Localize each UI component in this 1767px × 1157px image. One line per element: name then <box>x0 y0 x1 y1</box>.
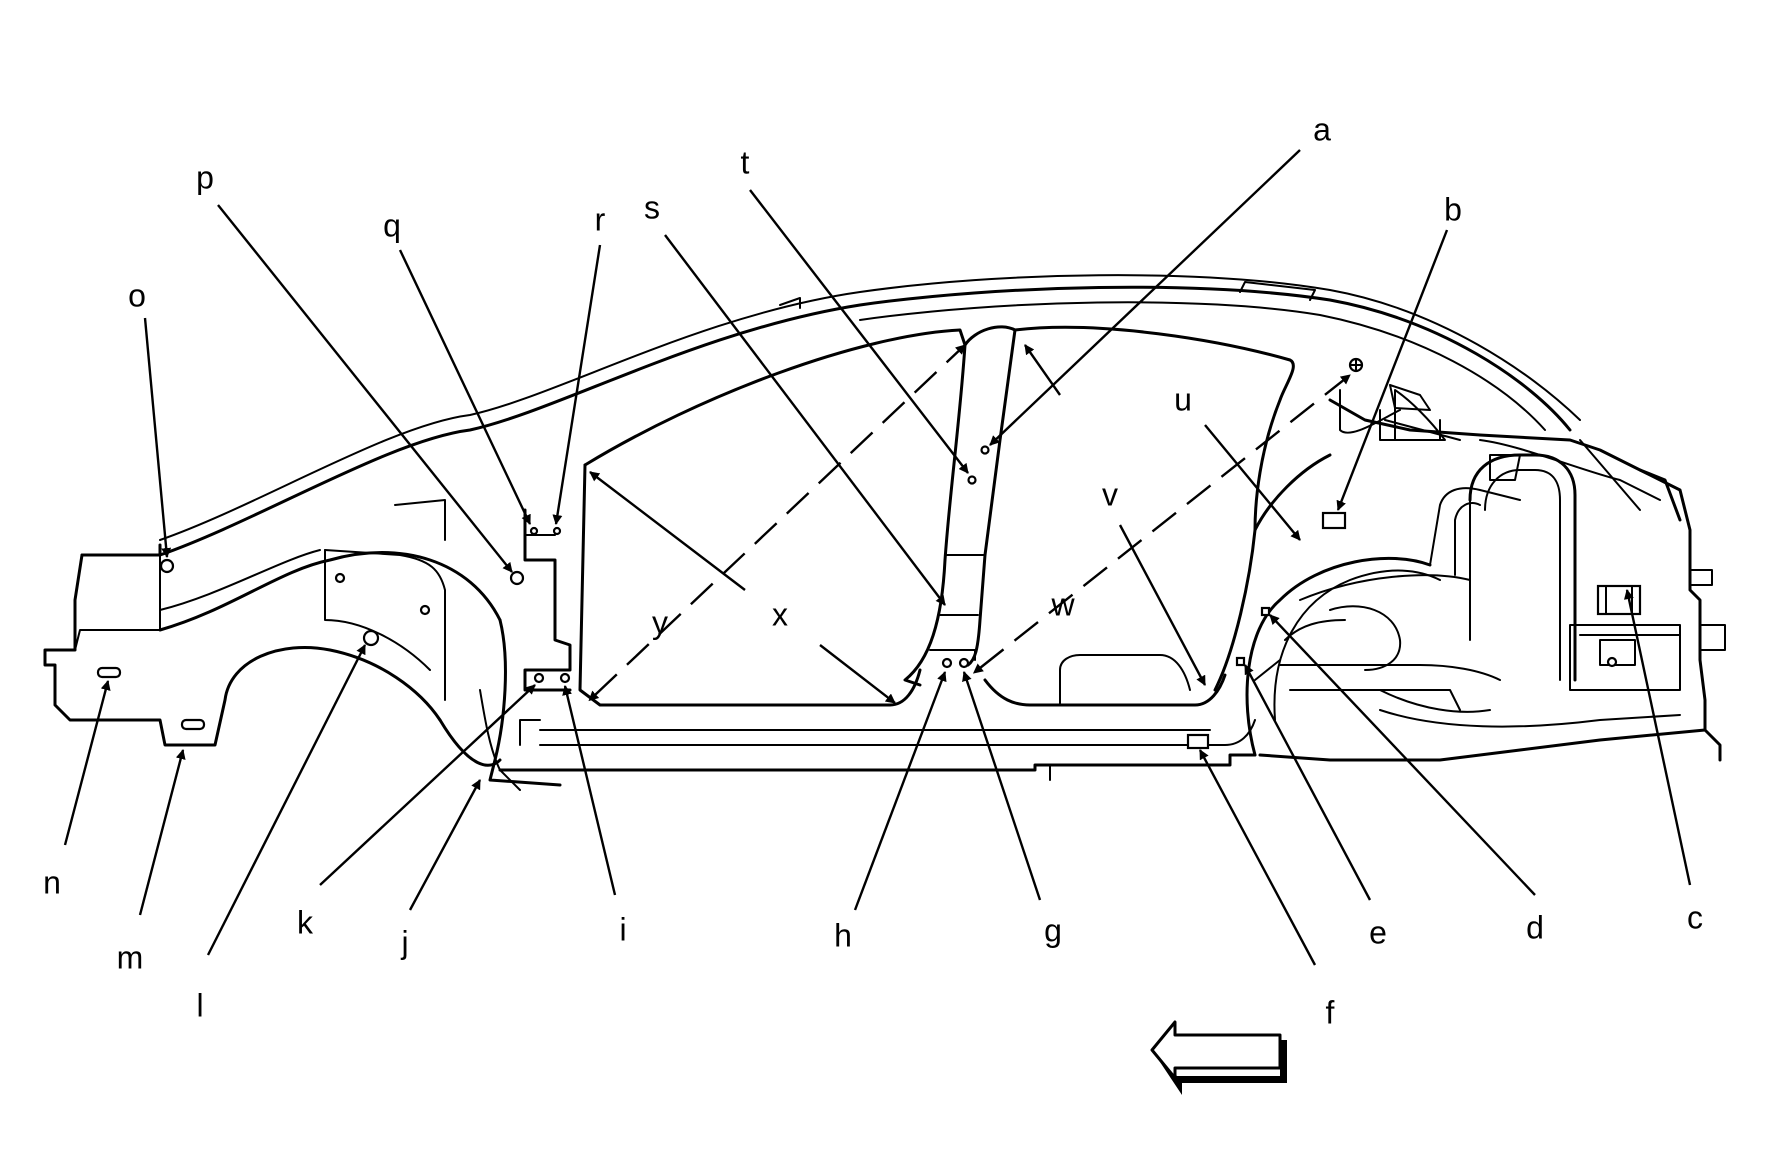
callout-r: r <box>595 201 606 237</box>
leader-f <box>1198 749 1317 966</box>
leader-p <box>217 204 513 573</box>
bracket-c <box>1596 584 1642 616</box>
callout-x: x <box>772 596 788 632</box>
slot-f <box>1186 733 1210 750</box>
hole-a <box>980 445 990 455</box>
leader-v-upper <box>1024 344 1061 396</box>
callout-k: k <box>297 904 314 940</box>
hole-g <box>958 657 970 669</box>
hole-t <box>967 475 977 485</box>
slot-b <box>1321 511 1347 530</box>
callout-g: g <box>1044 912 1062 948</box>
callout-s: s <box>644 189 660 225</box>
leader-i <box>562 685 617 896</box>
hole-i <box>559 672 571 684</box>
hole-e <box>1235 656 1246 667</box>
callout-h: h <box>834 917 852 953</box>
leader-h <box>853 671 947 911</box>
slot-n <box>96 666 122 679</box>
leader-b <box>1336 229 1449 511</box>
leader-d <box>1269 614 1536 896</box>
callout-d: d <box>1526 909 1544 945</box>
callout-leaders <box>63 149 1692 966</box>
hole-k <box>533 672 545 684</box>
leader-l <box>206 644 367 956</box>
callout-f: f <box>1326 994 1335 1030</box>
callout-labels: a b c d e f g h i j k l m n o p q r s t … <box>43 111 1703 1030</box>
callout-i: i <box>619 911 626 947</box>
callout-e: e <box>1369 914 1387 950</box>
leader-m <box>138 749 186 916</box>
left-arrow-icon <box>1150 1020 1287 1095</box>
leader-x-lower <box>819 644 896 704</box>
callout-m: m <box>117 939 144 975</box>
leader-o <box>143 317 172 558</box>
leader-g <box>962 671 1042 901</box>
callout-a: a <box>1313 111 1331 147</box>
callout-q: q <box>383 207 401 243</box>
leader-y <box>588 344 966 702</box>
hole-o <box>159 558 175 574</box>
callout-t: t <box>741 144 750 180</box>
callout-v: v <box>1102 476 1118 512</box>
callout-p: p <box>196 159 214 195</box>
leader-x-upper <box>589 471 746 591</box>
slot-m <box>180 718 206 731</box>
leader-v-lower <box>1118 524 1207 686</box>
leader-a <box>989 149 1301 446</box>
leader-w <box>972 374 1351 674</box>
hole-q <box>529 526 539 536</box>
leader-s <box>664 234 946 606</box>
body-side-outline <box>43 274 1726 791</box>
hole-d <box>1260 606 1271 617</box>
callout-w: w <box>1050 586 1075 622</box>
hole-l <box>362 629 380 647</box>
callout-y: y <box>652 604 668 640</box>
callout-u: u <box>1174 381 1192 417</box>
callout-o: o <box>128 277 146 313</box>
callout-l: l <box>196 987 203 1023</box>
leader-n <box>63 680 111 846</box>
leader-q <box>398 249 532 525</box>
leader-k <box>319 684 536 886</box>
hole-r <box>552 526 562 536</box>
leader-r <box>552 244 602 525</box>
callout-j: j <box>400 924 408 960</box>
leader-j <box>408 779 482 911</box>
leader-c <box>1623 589 1692 886</box>
leader-e <box>1243 664 1372 901</box>
hole-p <box>509 570 525 586</box>
hole-h <box>941 657 953 669</box>
callout-c: c <box>1687 899 1703 935</box>
callout-b: b <box>1444 191 1462 227</box>
callout-n: n <box>43 864 61 900</box>
leader-u <box>1204 424 1301 541</box>
